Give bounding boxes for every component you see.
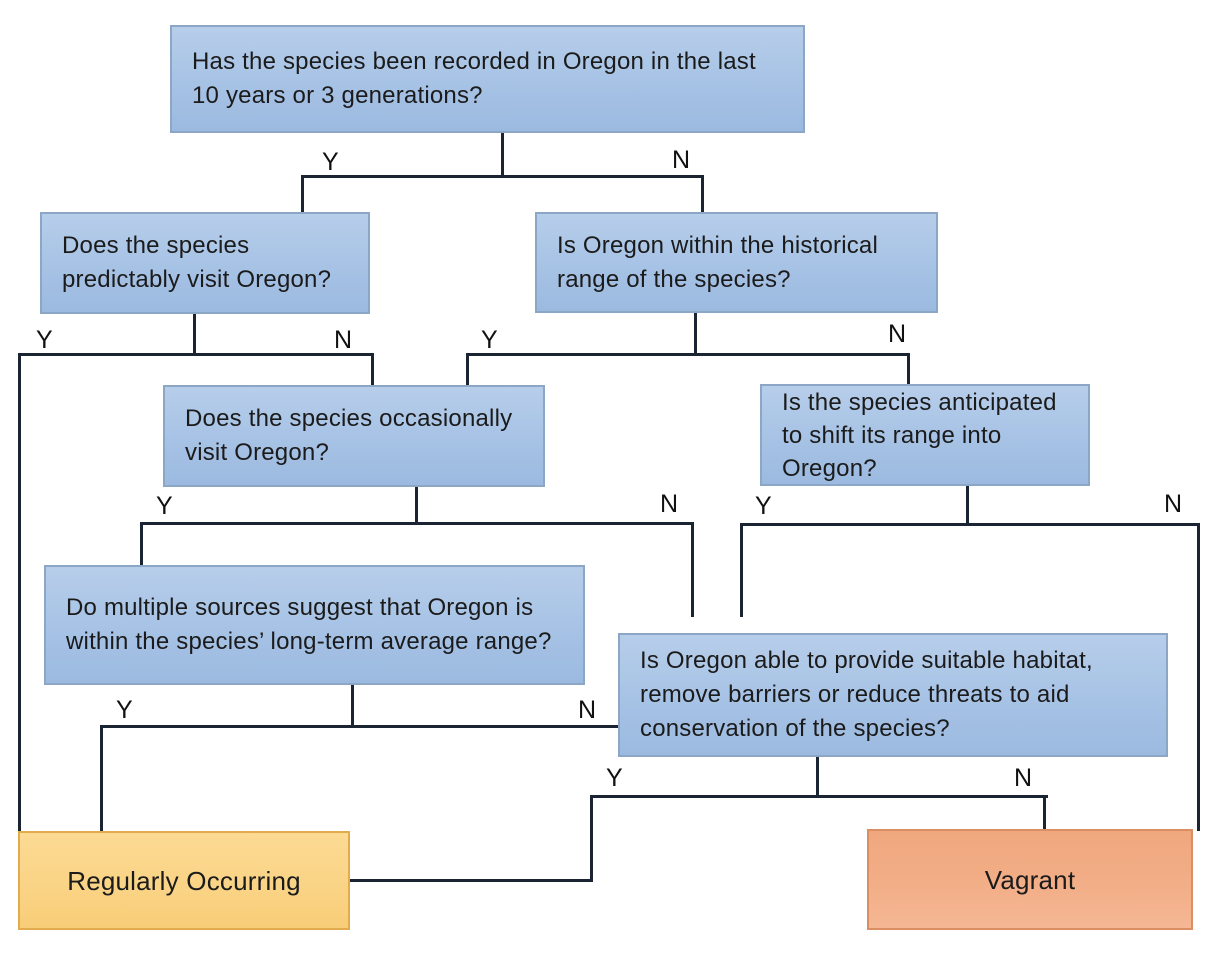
connector-q5-no-drop-to-vagrant: [1197, 523, 1200, 831]
connector-q2-no-drop: [371, 353, 374, 385]
connector-q1-stem: [501, 133, 504, 176]
decision-node-historical-range-text: Is Oregon within the historical range of…: [557, 231, 879, 293]
connector-q3-no-drop: [907, 353, 910, 384]
connector-q7-stem: [816, 757, 819, 797]
decision-node-occasionally-visit: Does the species occasionally visit Oreg…: [163, 385, 545, 487]
branch-label-q7-yes: Y: [606, 764, 623, 792]
decision-node-suitable-habitat: Is Oregon able to provide suitable habit…: [618, 633, 1168, 757]
outcome-node-vagrant: Vagrant: [867, 829, 1193, 930]
connector-q4-stem: [415, 487, 418, 524]
connector-q3-branch: [466, 353, 910, 356]
decision-node-occasionally-visit-text: Does the species occasionally visit Oreg…: [185, 405, 513, 466]
connector-q1-no-drop: [701, 175, 704, 212]
branch-label-q1-no: N: [672, 146, 691, 174]
branch-label-q5-no: N: [1164, 490, 1183, 518]
connector-q7-yes-run-to-regularly-occurring: [350, 879, 593, 882]
branch-label-q6-yes: Y: [116, 696, 133, 724]
connector-q6-branch-to-suitable-habitat: [100, 725, 618, 728]
branch-label-q6-no: N: [578, 696, 597, 724]
connector-q3-stem: [694, 313, 697, 355]
connector-q3-yes-drop: [466, 353, 469, 385]
connector-q6-yes-drop-to-regularly-occurring: [100, 725, 103, 831]
branch-label-q3-yes: Y: [481, 326, 498, 354]
outcome-node-regularly-occurring-text: Regularly Occurring: [67, 865, 301, 896]
decision-node-predictably-visit: Does the species predictably visit Orego…: [40, 212, 370, 314]
decision-node-range-shift: Is the species anticipated to shift its …: [760, 384, 1090, 486]
connector-q5-branch: [740, 523, 1200, 526]
connector-q4-no-drop: [691, 522, 694, 617]
connector-q5-yes-drop: [740, 523, 743, 617]
decision-node-recorded-in-oregon: Has the species been recorded in Oregon …: [170, 25, 805, 133]
connector-q1-yes-drop: [301, 175, 304, 212]
decision-node-suitable-habitat-text: Is Oregon able to provide suitable habit…: [640, 647, 1093, 742]
connector-q7-yes-drop: [590, 795, 593, 882]
branch-label-q3-no: N: [888, 320, 907, 348]
connector-q7-no-drop-to-vagrant: [1043, 795, 1046, 829]
connector-q2-stem: [193, 314, 196, 355]
outcome-node-regularly-occurring: Regularly Occurring: [18, 831, 350, 930]
branch-label-q7-no: N: [1014, 764, 1033, 792]
decision-node-predictably-visit-text: Does the species predictably visit Orego…: [62, 232, 332, 293]
connector-q7-branch: [590, 795, 1048, 798]
connector-q6-stem: [351, 685, 354, 727]
outcome-node-vagrant-text: Vagrant: [984, 864, 1076, 895]
connector-q4-branch: [140, 522, 694, 525]
branch-label-q1-yes: Y: [322, 148, 339, 176]
connector-q2-yes-drop-to-regularly-occurring: [18, 353, 21, 831]
connector-q4-yes-drop: [140, 522, 143, 565]
branch-label-q4-no: N: [660, 490, 679, 518]
decision-node-historical-range: Is Oregon within the historical range of…: [535, 212, 938, 313]
connector-q5-stem: [966, 486, 969, 525]
decision-node-recorded-in-oregon-text: Has the species been recorded in Oregon …: [192, 48, 756, 109]
decision-node-long-term-average-range-text: Do multiple sources suggest that Oregon …: [66, 594, 552, 655]
branch-label-q4-yes: Y: [156, 492, 173, 520]
branch-label-q5-yes: Y: [755, 492, 772, 520]
decision-node-long-term-average-range: Do multiple sources suggest that Oregon …: [44, 565, 585, 685]
connector-q2-branch: [18, 353, 374, 356]
branch-label-q2-yes: Y: [36, 326, 53, 354]
connector-q1-branch: [301, 175, 704, 178]
branch-label-q2-no: N: [334, 326, 353, 354]
decision-node-range-shift-text: Is the species anticipated to shift its …: [782, 388, 1057, 482]
